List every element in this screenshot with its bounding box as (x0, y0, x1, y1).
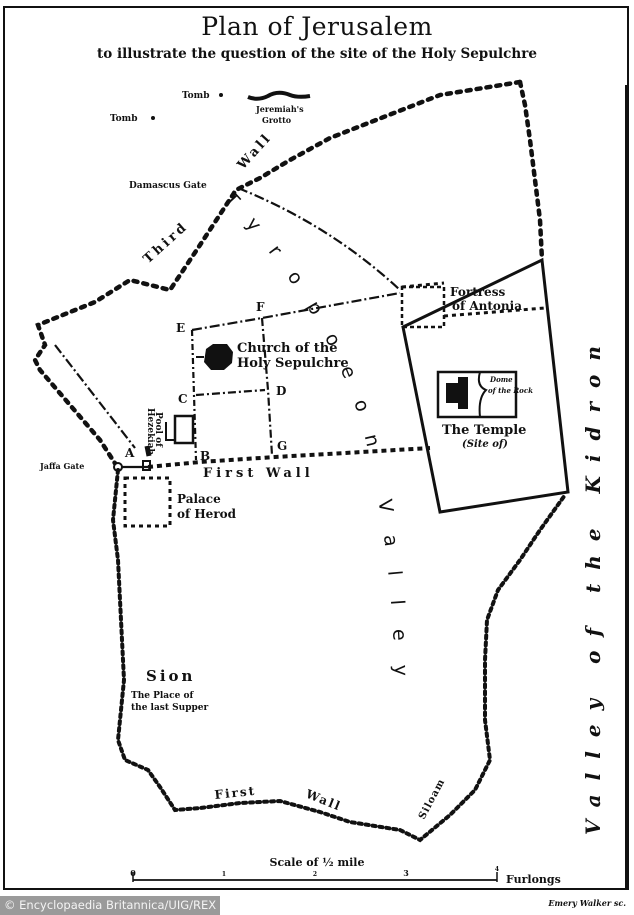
label-palace-2: of Herod (177, 507, 237, 521)
label-jaffa-gate: Jaffa Gate (39, 461, 84, 471)
temple-building (446, 377, 468, 409)
label-jeremiahs-grotto-1: Jeremiah's (255, 104, 304, 114)
second-wall-c-d (195, 388, 266, 397)
point-a: A (124, 446, 135, 460)
label-temple-2: (Site of) (462, 439, 508, 450)
label-fortress-2: of Antonia (452, 299, 522, 313)
second-wall-e-f (191, 291, 401, 332)
label-church-2: Holy Sepulchre (237, 356, 349, 371)
third-wall-east (517, 79, 545, 263)
label-pool-1: Pool of (153, 412, 163, 448)
point-d: D (276, 384, 286, 398)
label-valley-of-the-kidron: Valley of the Kidron (581, 332, 605, 835)
scale-tick-1: 1 (222, 871, 226, 878)
label-sion: Sion (146, 667, 195, 685)
engraver-signature: Emery Walker sc. (548, 898, 626, 908)
label-tomb-1: Tomb (182, 91, 209, 101)
label-temple-1: The Temple (442, 423, 526, 438)
label-third-wall: Third (141, 219, 192, 267)
second-wall-f-g (260, 317, 274, 456)
scale-title: Scale of ½ mile (270, 856, 365, 869)
label-tomb-2: Tomb (110, 114, 137, 124)
map-frame (3, 6, 629, 890)
label-jeremiahs-grotto-2: Grotto (262, 115, 292, 125)
label-fortress-1: Fortress (450, 285, 505, 299)
scale-tick-3: 3 (403, 868, 409, 878)
label-wall-north: Wall (234, 130, 275, 173)
first-wall-north (147, 446, 431, 469)
scale-tick-2: 2 (313, 871, 317, 878)
label-sion-2: the last Supper (131, 703, 209, 713)
pool-of-hezekiah (173, 414, 195, 445)
dome-divider (477, 371, 488, 418)
tyropoeon-arc (237, 186, 401, 291)
antonia-wall (401, 281, 546, 318)
label-damascus-gate: Damascus Gate (129, 181, 207, 191)
scale-tick-0: 0 (130, 868, 136, 878)
map-title: Plan of Jerusalem (201, 12, 433, 41)
label-first-wall-south-1: First (214, 784, 257, 802)
label-siloam: Siloam (417, 777, 448, 822)
label-pool-2: Hezekiah (145, 408, 155, 456)
temple-enclosure (401, 257, 570, 514)
palace-of-herod-outline (123, 476, 172, 528)
first-wall-south (110, 468, 567, 843)
label-dome-2: of the Rock (488, 386, 533, 395)
scale-tick-4: 4 (495, 866, 499, 873)
fortress-antonia-outline (400, 285, 446, 329)
point-b: B (200, 449, 210, 463)
label-church-1: Church of the (237, 341, 338, 356)
map-subtitle: to illustrate the question of the site o… (97, 46, 537, 62)
second-wall-e-b (190, 329, 198, 461)
point-g: G (277, 439, 287, 453)
label-tyropoeon-valley: Tyropoeon Valley (219, 188, 413, 701)
second-wall-west (54, 344, 136, 449)
point-c: C (178, 392, 188, 406)
label-first-wall-north: First Wall (203, 466, 314, 481)
holy-sepulchre-marker (204, 344, 233, 370)
image-credit: © Encyclopaedia Britannica/UIG/REX (0, 896, 221, 915)
point-f: F (256, 300, 265, 314)
jeremiahs-grotto-mark (247, 90, 311, 101)
label-palace-1: Palace (177, 492, 221, 506)
point-e: E (176, 321, 185, 335)
third-wall (32, 79, 523, 471)
label-sion-1: The Place of (131, 691, 194, 701)
label-dome-1: Dome (489, 375, 513, 384)
scale-unit: Furlongs (506, 873, 561, 886)
